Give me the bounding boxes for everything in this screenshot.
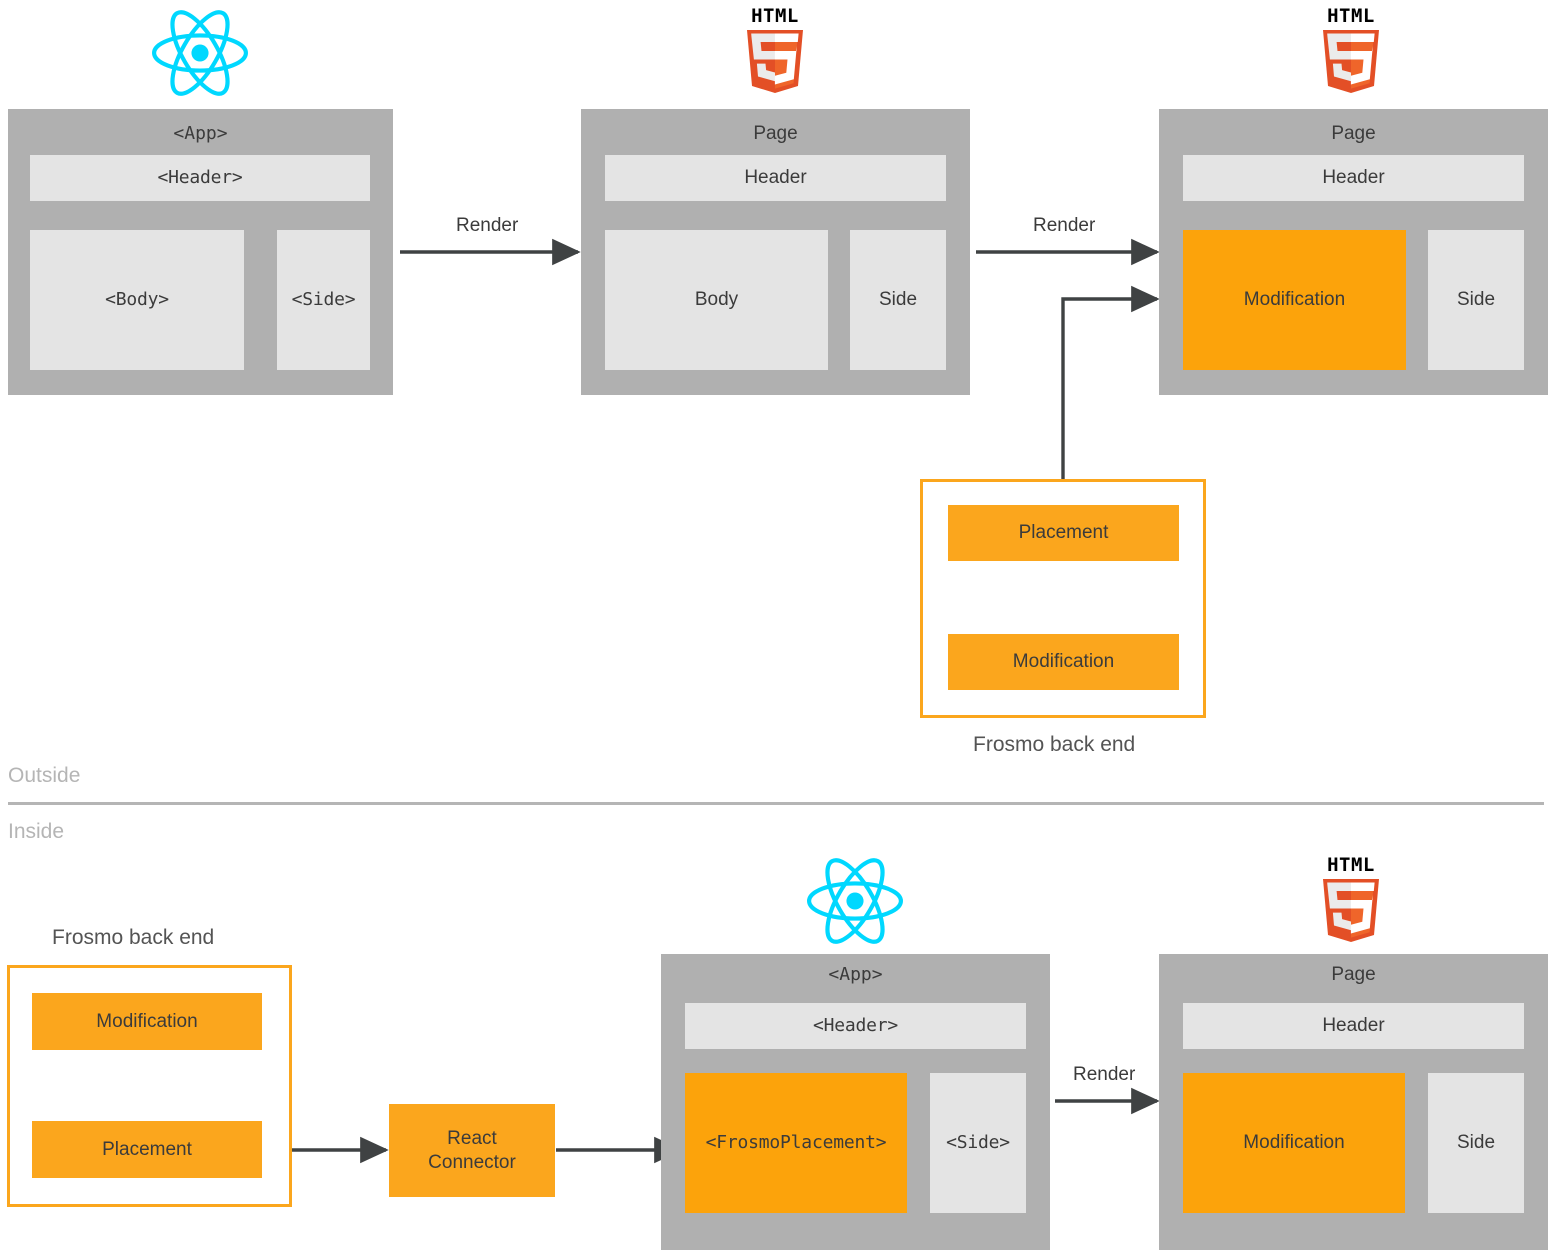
render-label-1: Render [456,215,519,236]
page-modified-modification-bottom: Modification [1183,1073,1405,1213]
react-app-header-bottom: <Header> [685,1003,1026,1049]
arrow-placement-to-modification-top [1061,285,1160,505]
page-plain-header: Header [605,155,946,201]
react-app-title-bottom: <App> [828,964,883,985]
outside-label: Outside [8,764,81,787]
frosmo-backend-label-bottom: Frosmo back end [52,926,215,949]
frosmo-modification-bottom: Modification [32,993,262,1050]
page-modified-side: Side [1428,230,1524,370]
frosmo-placement-bottom: Placement [32,1121,262,1178]
frosmo-backend-label-top: Frosmo back end [973,733,1136,756]
page-plain-panel: Page Header Body Side [581,109,970,395]
react-app-header: <Header> [30,155,370,201]
react-app-body: <Body> [30,230,244,370]
react-connector-line1: React [447,1127,497,1149]
render-label-2: Render [1033,215,1096,236]
inside-label: Inside [8,820,65,843]
page-plain-body: Body [605,230,828,370]
page-modified-header: Header [1183,155,1524,201]
html5-logo: HTML [1323,5,1379,93]
svg-text:HTML: HTML [1327,854,1375,876]
page-modified-header-bottom: Header [1183,1003,1524,1049]
react-app-side-bottom: <Side> [930,1073,1026,1213]
page-modified-side-bottom: Side [1428,1073,1524,1213]
html5-logo: HTML [1323,854,1379,942]
html5-logo: HTML [747,5,803,93]
react-logo [807,858,903,944]
page-modified-panel-bottom: Page Header Modification Side [1159,954,1548,1250]
render-label-3: Render [1073,1064,1136,1085]
react-app-panel: <App> <Header> <Body> <Side> [8,109,393,395]
react-connector-box: React Connector [389,1104,555,1197]
frosmo-modification-top: Modification [948,634,1179,690]
page-plain-side: Side [850,230,946,370]
react-app-title: <App> [173,123,228,144]
react-frosmo-placement: <FrosmoPlacement> [685,1073,907,1213]
react-connector-line2: Connector [428,1151,516,1173]
page-modified-panel: Page Header Modification Side [1159,109,1548,395]
react-app-panel-bottom: <App> <Header> <FrosmoPlacement> <Side> [661,954,1050,1250]
react-app-side: <Side> [277,230,370,370]
svg-text:HTML: HTML [1327,5,1375,27]
page-modified-modification: Modification [1183,230,1406,370]
page-modified-title-bottom: Page [1331,964,1376,985]
page-modified-title: Page [1331,123,1376,144]
react-logo [152,10,248,96]
page-plain-title: Page [753,123,798,144]
section-divider [8,802,1544,805]
frosmo-placement-top: Placement [948,505,1179,561]
svg-text:HTML: HTML [751,5,799,27]
